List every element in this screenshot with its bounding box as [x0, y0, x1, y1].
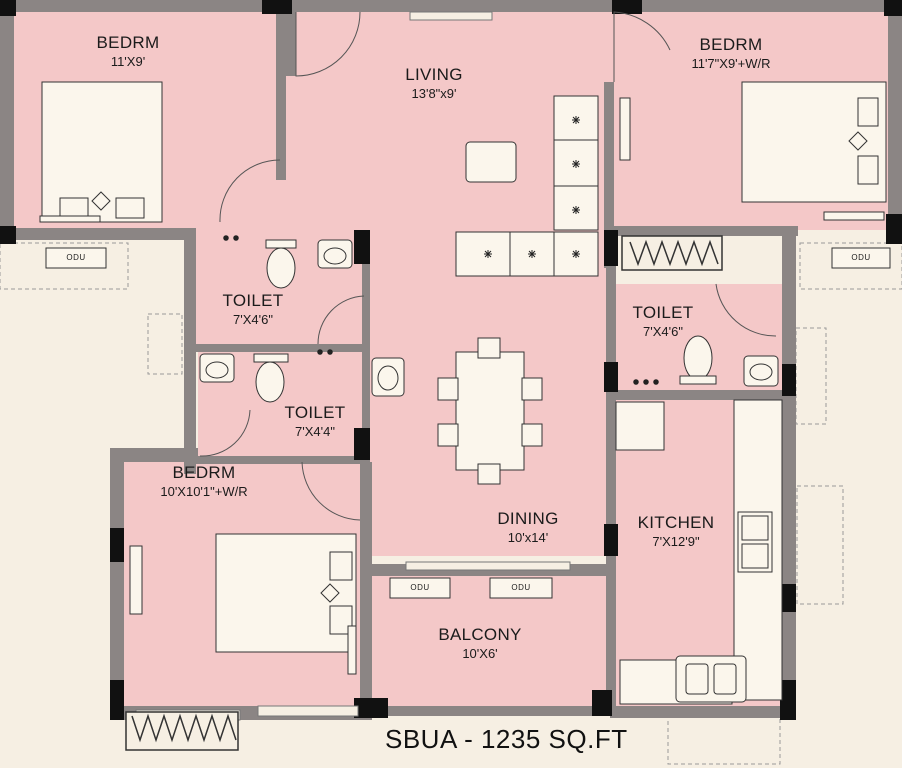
bed-bedroom-2 — [619, 81, 887, 221]
room-label-living: LIVING 13'8"x9' — [374, 66, 494, 100]
room-name: KITCHEN — [637, 513, 715, 532]
room-label-bedroom-1: BEDRM 11'X9' — [68, 34, 188, 68]
odu-label: ODU — [851, 253, 871, 262]
dining-table — [437, 337, 543, 485]
odu-label: ODU — [66, 253, 86, 262]
odu-label: ODU — [511, 583, 531, 592]
room-size: 11'X9' — [110, 53, 146, 69]
shower-taps — [223, 235, 659, 385]
room-name: TOILET — [284, 403, 346, 422]
room-label-toilet-1: TOILET 7'X4'6" — [198, 292, 308, 326]
room-size: 13'8"x9' — [411, 85, 457, 101]
walls — [0, 0, 902, 720]
toilet-fixtures — [199, 239, 779, 403]
room-label-dining: DINING 10'x14' — [470, 510, 586, 544]
room-name: LIVING — [405, 65, 463, 84]
room-name: BALCONY — [438, 625, 522, 644]
room-size: 10'x14' — [507, 529, 549, 545]
room-size: 7'X4'6" — [233, 311, 273, 327]
room-size: 7'X4'6" — [643, 323, 683, 339]
kitchen-fixtures — [615, 399, 783, 705]
room-label-bedroom-2: BEDRM 11'7"X9'+W/R — [666, 36, 796, 70]
room-name: TOILET — [632, 303, 694, 322]
room-label-kitchen: KITCHEN 7'X12'9" — [618, 514, 734, 548]
room-label-toilet-2: TOILET 7'X4'4" — [260, 404, 370, 438]
tv-unit-stars — [484, 116, 580, 258]
wardrobe-units — [125, 235, 723, 751]
room-name: TOILET — [222, 291, 284, 310]
room-label-bedroom-3: BEDRM 10'X10'1"+W/R — [136, 464, 272, 498]
area-caption: SBUA - 1235 SQ.FT — [385, 724, 628, 754]
odu-label: ODU — [410, 583, 430, 592]
room-size: 7'X12'9" — [652, 533, 700, 549]
room-size: 11'7"X9'+W/R — [691, 55, 771, 71]
room-size: 7'X4'4" — [295, 423, 335, 439]
room-name: BEDRM — [96, 33, 160, 52]
bed-bedroom-3 — [129, 533, 357, 675]
doors — [199, 11, 777, 521]
bed-bedroom-1 — [39, 81, 163, 223]
room-label-balcony: BALCONY 10'X6' — [422, 626, 538, 660]
room-label-toilet-3: TOILET 7'X4'6" — [608, 304, 718, 338]
room-size: 10'X6' — [462, 645, 498, 661]
room-name: BEDRM — [172, 463, 236, 482]
room-name: DINING — [497, 509, 559, 528]
room-name: BEDRM — [699, 35, 763, 54]
room-size: 10'X10'1"+W/R — [160, 483, 248, 499]
odu-units — [45, 247, 891, 599]
pillars — [0, 0, 902, 720]
